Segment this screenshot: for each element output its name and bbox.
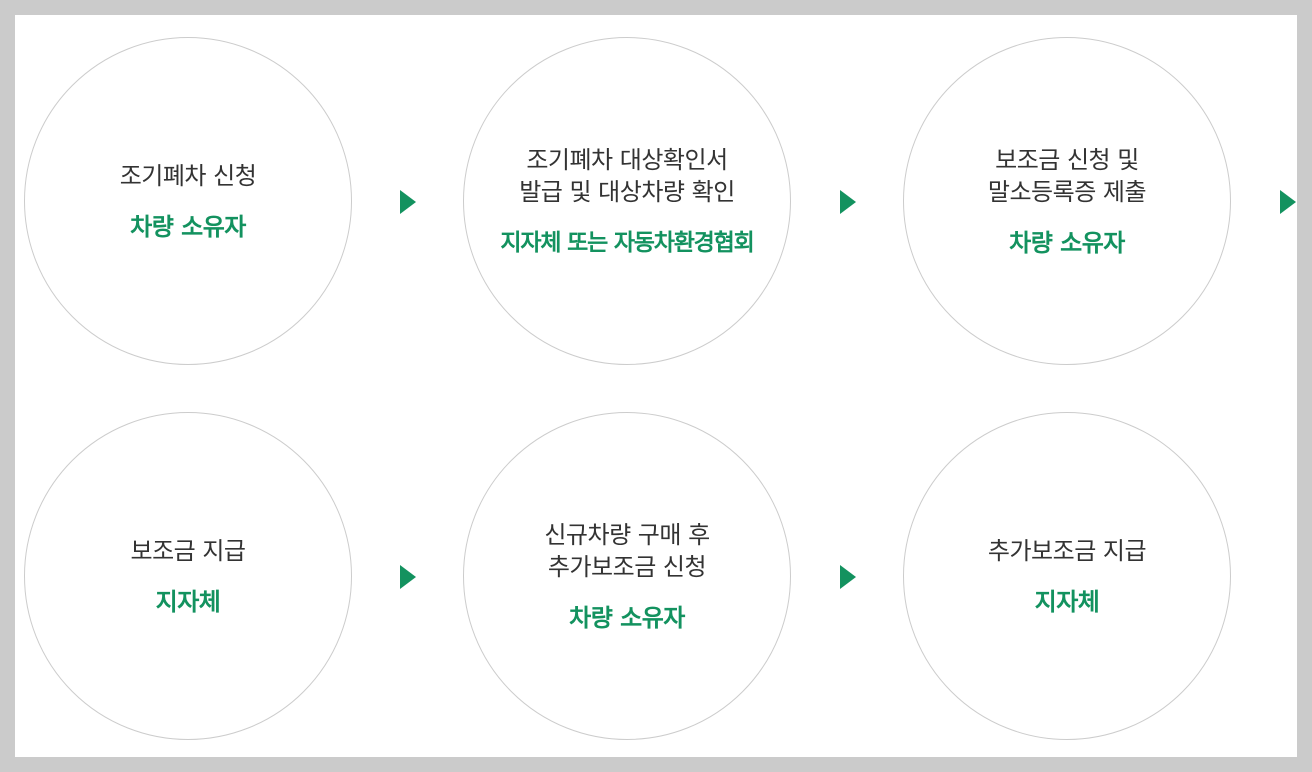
step-4-circle: 보조금 지급 지자체 <box>24 412 352 740</box>
step-6-title: 추가보조금 지급 <box>987 537 1147 565</box>
step-6-circle: 추가보조금 지급 지자체 <box>903 412 1231 740</box>
step-3-circle: 보조금 신청 및 말소등록증 제출 차량 소유자 <box>903 37 1231 365</box>
triangle-right-icon <box>400 190 416 214</box>
triangle-right-icon <box>840 190 856 214</box>
step-4-actor: 지자체 <box>155 588 221 616</box>
step-1-circle: 조기폐차 신청 차량 소유자 <box>24 37 352 365</box>
step-4-title: 보조금 지급 <box>130 537 246 565</box>
process-diagram: 조기폐차 신청 차량 소유자 조기폐차 대상확인서 발급 및 대상차량 확인 지… <box>15 15 1297 757</box>
step-3-actor: 차량 소유자 <box>1009 229 1125 257</box>
step-2-circle: 조기폐차 대상확인서 발급 및 대상차량 확인 지자체 또는 자동차환경협회 <box>463 37 791 365</box>
step-3-title: 보조금 신청 및 말소등록증 제출 <box>987 146 1147 206</box>
step-1-title: 조기폐차 신청 <box>119 162 257 190</box>
step-1-actor: 차량 소유자 <box>130 213 246 241</box>
triangle-right-icon <box>840 565 856 589</box>
step-6-actor: 지자체 <box>1034 588 1100 616</box>
step-5-circle: 신규차량 구매 후 추가보조금 신청 차량 소유자 <box>463 412 791 740</box>
step-5-actor: 차량 소유자 <box>569 604 685 632</box>
step-2-title: 조기폐차 대상확인서 발급 및 대상차량 확인 <box>519 146 735 206</box>
triangle-right-icon <box>400 565 416 589</box>
triangle-right-icon <box>1280 190 1296 214</box>
step-5-title: 신규차량 구매 후 추가보조금 신청 <box>544 521 710 581</box>
step-2-actor: 지자체 또는 자동차환경협회 <box>500 230 754 256</box>
